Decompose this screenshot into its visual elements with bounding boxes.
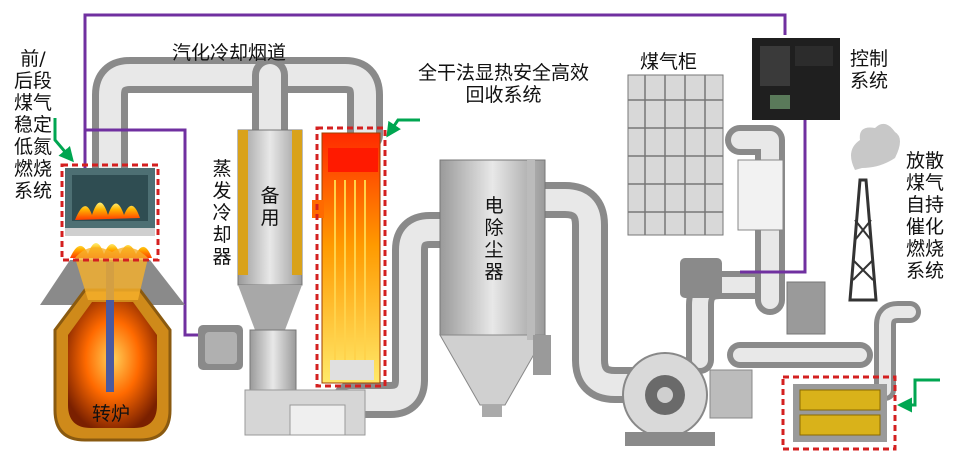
- highlight-boxes: [60, 126, 897, 451]
- electrostatic-precipitator: [439, 159, 551, 417]
- right-valves: [680, 258, 826, 335]
- converter-gas-label: 前/ 后段 煤气 稳定 低氮 燃烧 系统: [14, 48, 53, 202]
- control-cabinet: [752, 38, 840, 120]
- gas-holder: [627, 74, 784, 236]
- pointer-arrows: [53, 118, 940, 413]
- flue-label: 汽化冷却烟道: [172, 42, 287, 64]
- heat-recovery-unit: [312, 132, 381, 384]
- flare-label: 放散 煤气 自持 催化 燃烧 系统: [905, 150, 944, 282]
- flare-stack: [848, 123, 900, 302]
- recovery-label: 全干法显热安全高效 回收系统: [418, 62, 590, 106]
- converter-vessel: [53, 247, 172, 442]
- blower-fan: [622, 352, 753, 446]
- evaporative-cooler: [237, 129, 366, 436]
- left-valve: [198, 325, 243, 370]
- flue-pipes: [92, 57, 921, 418]
- precipitator-label: 电 除 尘 器: [484, 195, 504, 283]
- control-label: 控制 系统: [850, 48, 889, 92]
- evap-cooler-label: 蒸 发 冷 却 器: [212, 158, 232, 268]
- catalytic-burner: [793, 384, 887, 442]
- gas-holder-label: 煤气柜: [640, 51, 698, 73]
- standby-label: 备 用: [260, 185, 280, 229]
- control-lines: [83, 13, 807, 337]
- converter-label: 转炉: [92, 403, 131, 425]
